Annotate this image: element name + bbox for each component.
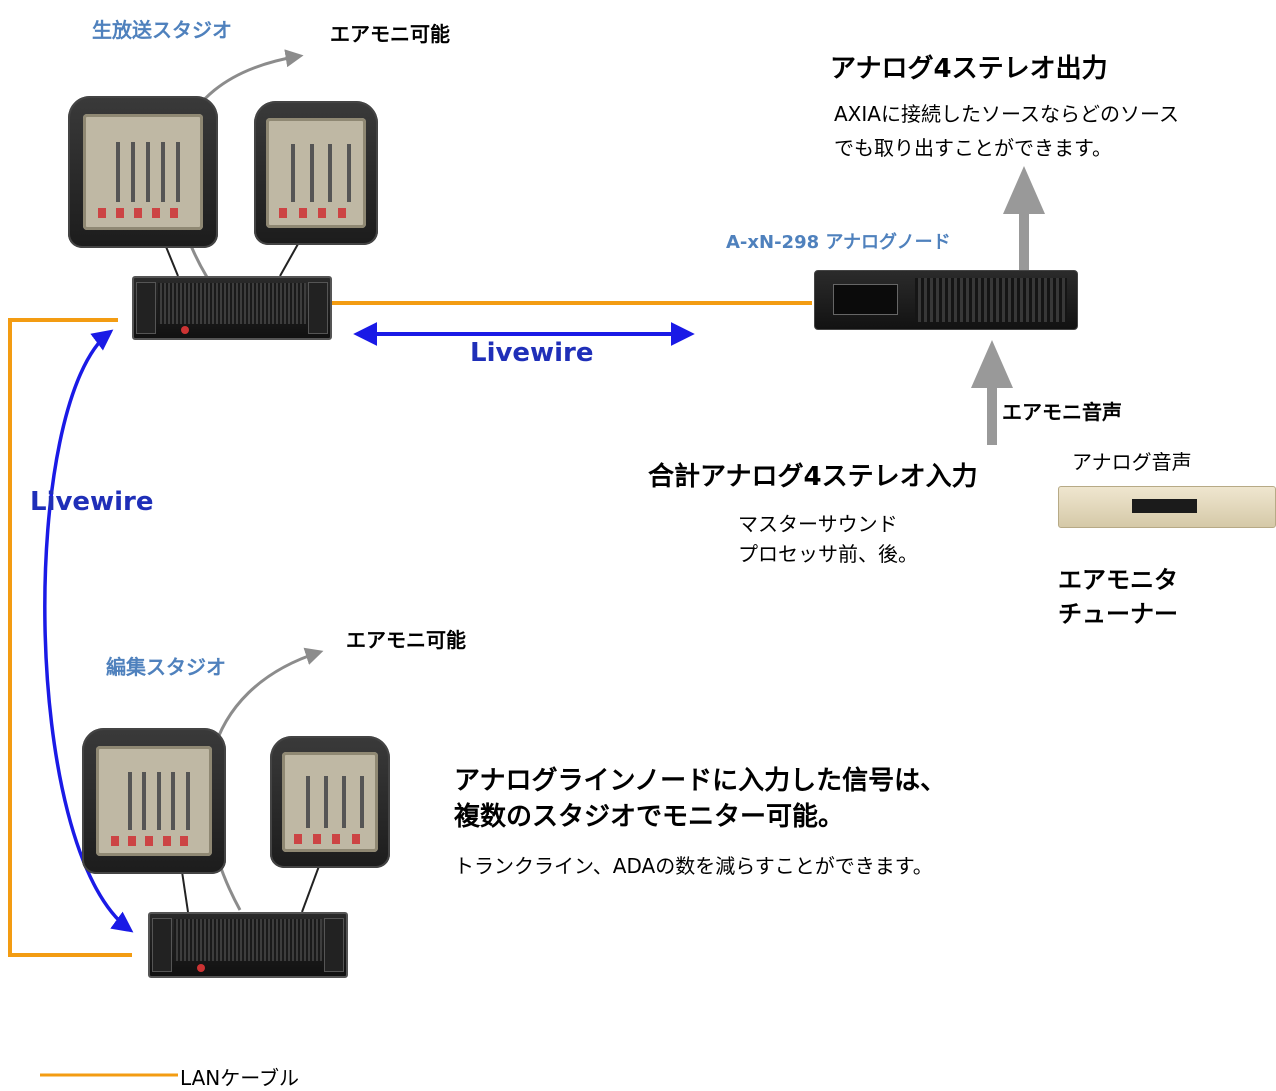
studio-edit-label: 編集スタジオ — [106, 655, 226, 679]
livewire-vertical-label: Livewire — [30, 487, 154, 517]
analog-node-label: A-xN-298 アナログノード — [726, 232, 951, 253]
mix-engine-bottom — [148, 912, 348, 978]
input-arrow-head — [971, 340, 1013, 388]
console-side-top — [254, 101, 378, 245]
airmon-bottom-label: エアモニ可能 — [346, 628, 466, 652]
monitor-title-line1: アナログラインノードに入力した信号は、 — [454, 766, 947, 796]
legend-lan-label: LANケーブル — [180, 1066, 300, 1090]
tuner-label-line1: エアモニタ — [1058, 566, 1178, 594]
airmon-audio-label: エアモニ音声 — [1002, 400, 1122, 424]
mix-engine-top — [132, 276, 332, 340]
input-title: 合計アナログ4ステレオ入力 — [648, 462, 978, 492]
console-side-bottom — [270, 736, 390, 868]
output-title: アナログ4ステレオ出力 — [830, 54, 1108, 84]
studio-live-label: 生放送スタジオ — [92, 18, 232, 42]
analog-node-device — [814, 270, 1078, 330]
input-desc-line1: マスターサウンド — [738, 512, 898, 536]
tuner-label-line2: チューナー — [1058, 600, 1178, 628]
monitor-title-line2: 複数のスタジオでモニター可能。 — [454, 802, 845, 832]
connector-line — [279, 243, 299, 277]
output-desc-line2: でも取り出すことができます。 — [834, 136, 1112, 160]
console-main-top — [68, 96, 218, 248]
livewire-horizontal-label: Livewire — [470, 338, 594, 368]
analog-audio-label: アナログ音声 — [1072, 450, 1192, 474]
output-desc-line1: AXIAに接続したソースならどのソース — [834, 102, 1179, 126]
airmon-top-label: エアモニ可能 — [330, 22, 450, 46]
air-monitor-tuner-device — [1058, 486, 1276, 528]
output-arrow-head — [1003, 166, 1045, 214]
lan-cable-left-loop — [8, 318, 132, 957]
input-desc-line2: プロセッサ前、後。 — [738, 542, 918, 566]
monitor-desc: トランクライン、ADAの数を減らすことができます。 — [454, 854, 933, 878]
console-main-bottom — [82, 728, 226, 874]
livewire-arrow-curve — [43, 329, 134, 933]
